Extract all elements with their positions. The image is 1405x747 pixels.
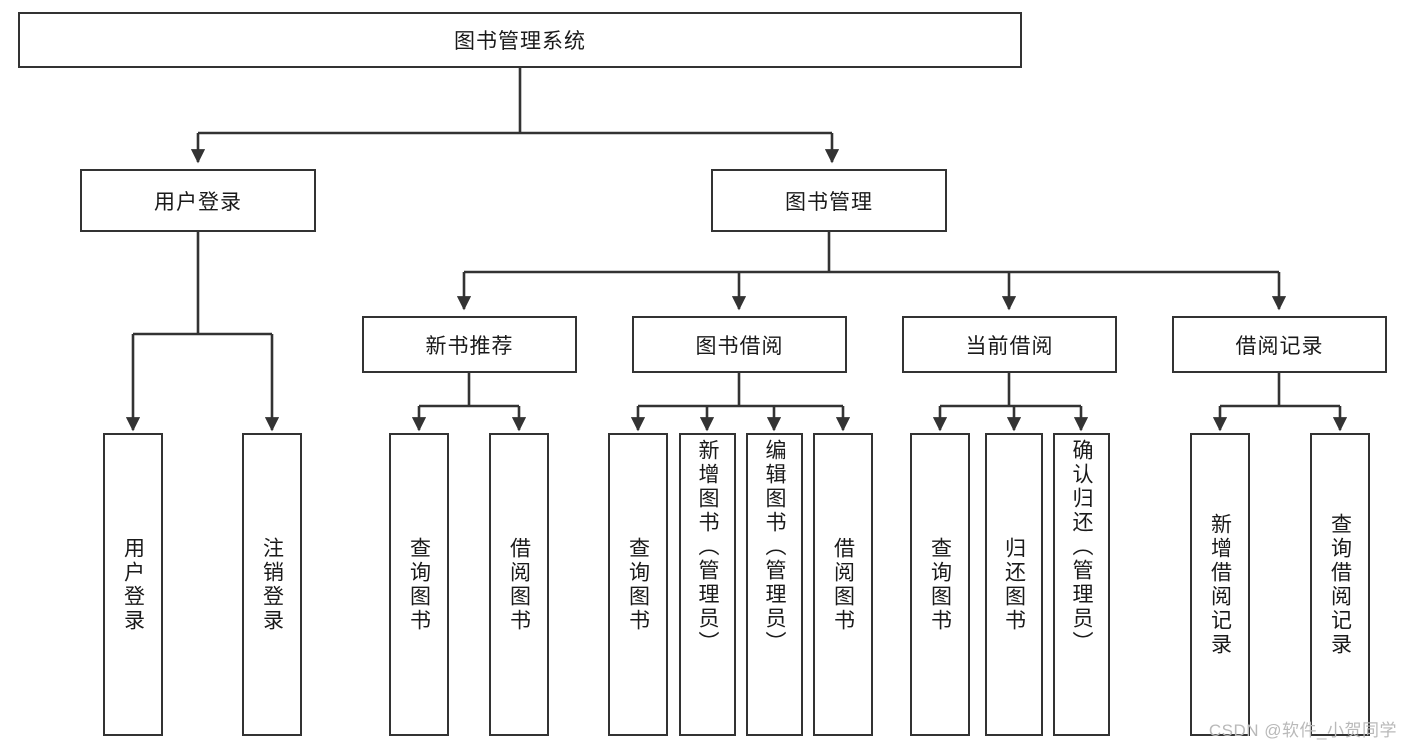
leaf-recommend-borrow-book[interactable]: 借阅图书 [489, 433, 549, 736]
node-current-borrow[interactable]: 当前借阅 [902, 316, 1117, 373]
leaf-current-confirm-return-admin[interactable]: 确认归还（管理员） [1053, 433, 1110, 736]
node-label: 查询图书 [928, 536, 952, 633]
node-borrow-record[interactable]: 借阅记录 [1172, 316, 1387, 373]
node-label: 借阅记录 [1235, 334, 1324, 358]
node-label: 新书推荐 [425, 334, 514, 358]
node-label: 注销登录 [260, 536, 284, 633]
node-label: 用户登录 [121, 536, 145, 633]
node-label: 新增借阅记录 [1208, 512, 1232, 657]
leaf-user-login-login[interactable]: 用户登录 [103, 433, 163, 736]
node-label: 用户登录 [154, 190, 242, 214]
node-label: 借阅图书 [507, 536, 531, 633]
node-label: 确认归还（管理员） [1070, 439, 1093, 655]
leaf-user-login-logout[interactable]: 注销登录 [242, 433, 302, 736]
node-label: 图书管理系统 [454, 30, 586, 53]
leaf-record-add-record[interactable]: 新增借阅记录 [1190, 433, 1250, 736]
leaf-borrow-borrow-book[interactable]: 借阅图书 [813, 433, 873, 736]
node-label: 查询借阅记录 [1328, 512, 1352, 657]
node-label: 当前借阅 [965, 334, 1054, 358]
node-user-login[interactable]: 用户登录 [80, 169, 316, 232]
node-label: 编辑图书（管理员） [763, 439, 786, 655]
leaf-borrow-add-book-admin[interactable]: 新增图书（管理员） [679, 433, 736, 736]
node-book-borrow[interactable]: 图书借阅 [632, 316, 847, 373]
leaf-current-query-book[interactable]: 查询图书 [910, 433, 970, 736]
leaf-borrow-query-book[interactable]: 查询图书 [608, 433, 668, 736]
node-label: 图书借阅 [695, 334, 784, 358]
node-label: 归还图书 [1002, 536, 1026, 633]
node-label: 新增图书（管理员） [696, 439, 719, 655]
node-label: 借阅图书 [831, 536, 855, 633]
leaf-recommend-query-book[interactable]: 查询图书 [389, 433, 449, 736]
leaf-current-return-book[interactable]: 归还图书 [985, 433, 1043, 736]
node-book-management[interactable]: 图书管理 [711, 169, 947, 232]
node-new-book-recommend[interactable]: 新书推荐 [362, 316, 577, 373]
node-label: 查询图书 [626, 536, 650, 633]
leaf-record-query-record[interactable]: 查询借阅记录 [1310, 433, 1370, 736]
node-root-system[interactable]: 图书管理系统 [18, 12, 1022, 68]
watermark-text: CSDN @软件_小贺同学 [1208, 721, 1397, 740]
node-label: 图书管理 [785, 190, 873, 214]
leaf-borrow-edit-book-admin[interactable]: 编辑图书（管理员） [746, 433, 803, 736]
node-label: 查询图书 [407, 536, 431, 633]
